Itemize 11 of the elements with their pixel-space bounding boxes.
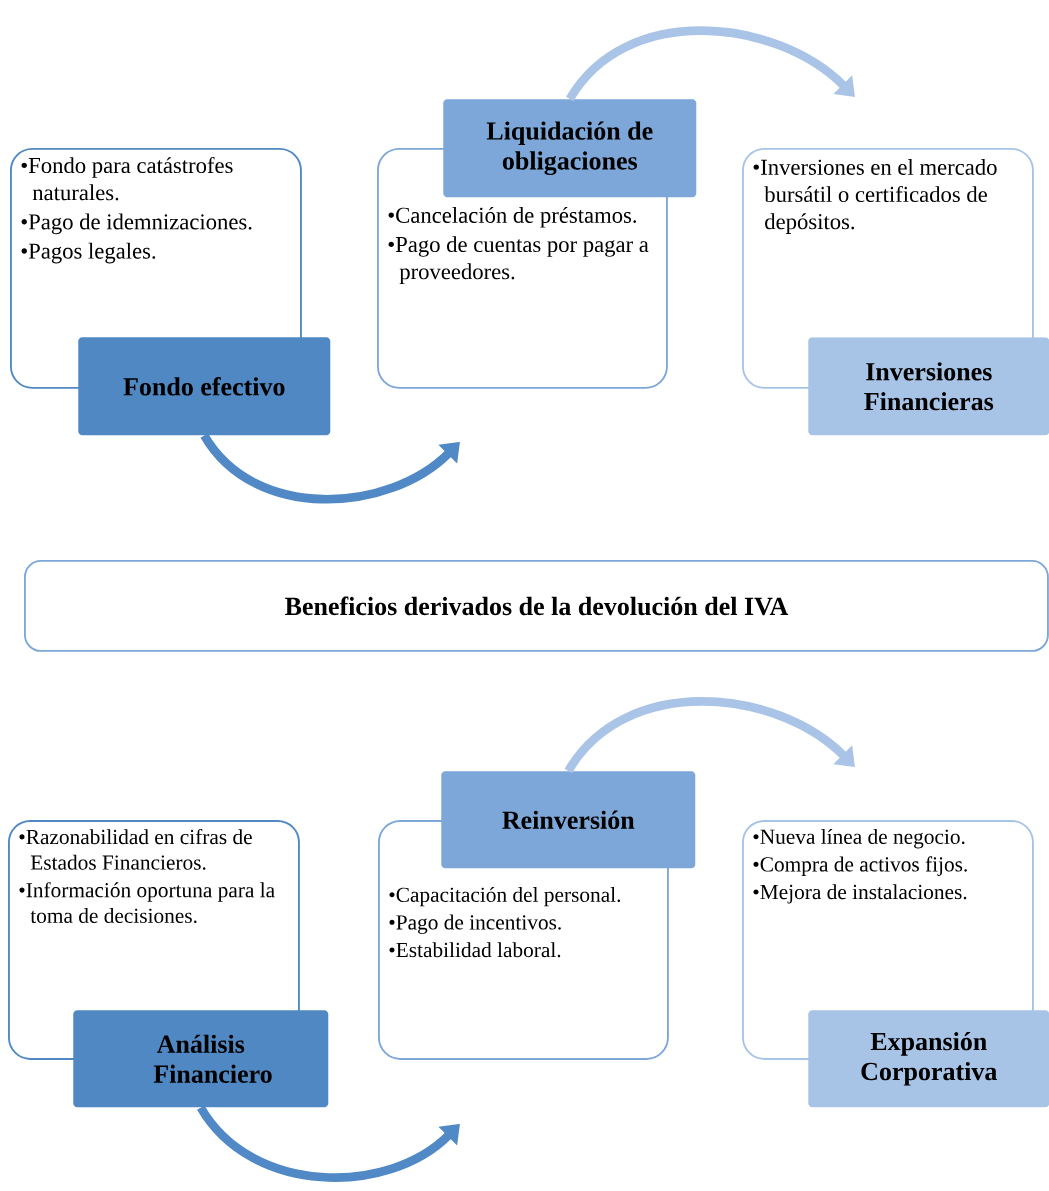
- heading-box: Análisis Financiero: [73, 1010, 329, 1108]
- curved-arrow: [564, 697, 855, 774]
- curved-arrow: [197, 1105, 460, 1182]
- curved-arrow: [200, 433, 460, 504]
- title-box: Beneficios derivados de la devolución del IVA: [24, 560, 1049, 652]
- curved-arrow: [566, 26, 855, 102]
- heading-box: Reinversión: [441, 771, 696, 869]
- heading-box: Expansión Corporativa: [808, 1010, 1049, 1108]
- heading-box: Liquidación de obligaciones: [443, 99, 697, 198]
- heading-box: Fondo efectivo: [78, 337, 331, 436]
- heading-box: Inversiones Financieras: [808, 337, 1049, 436]
